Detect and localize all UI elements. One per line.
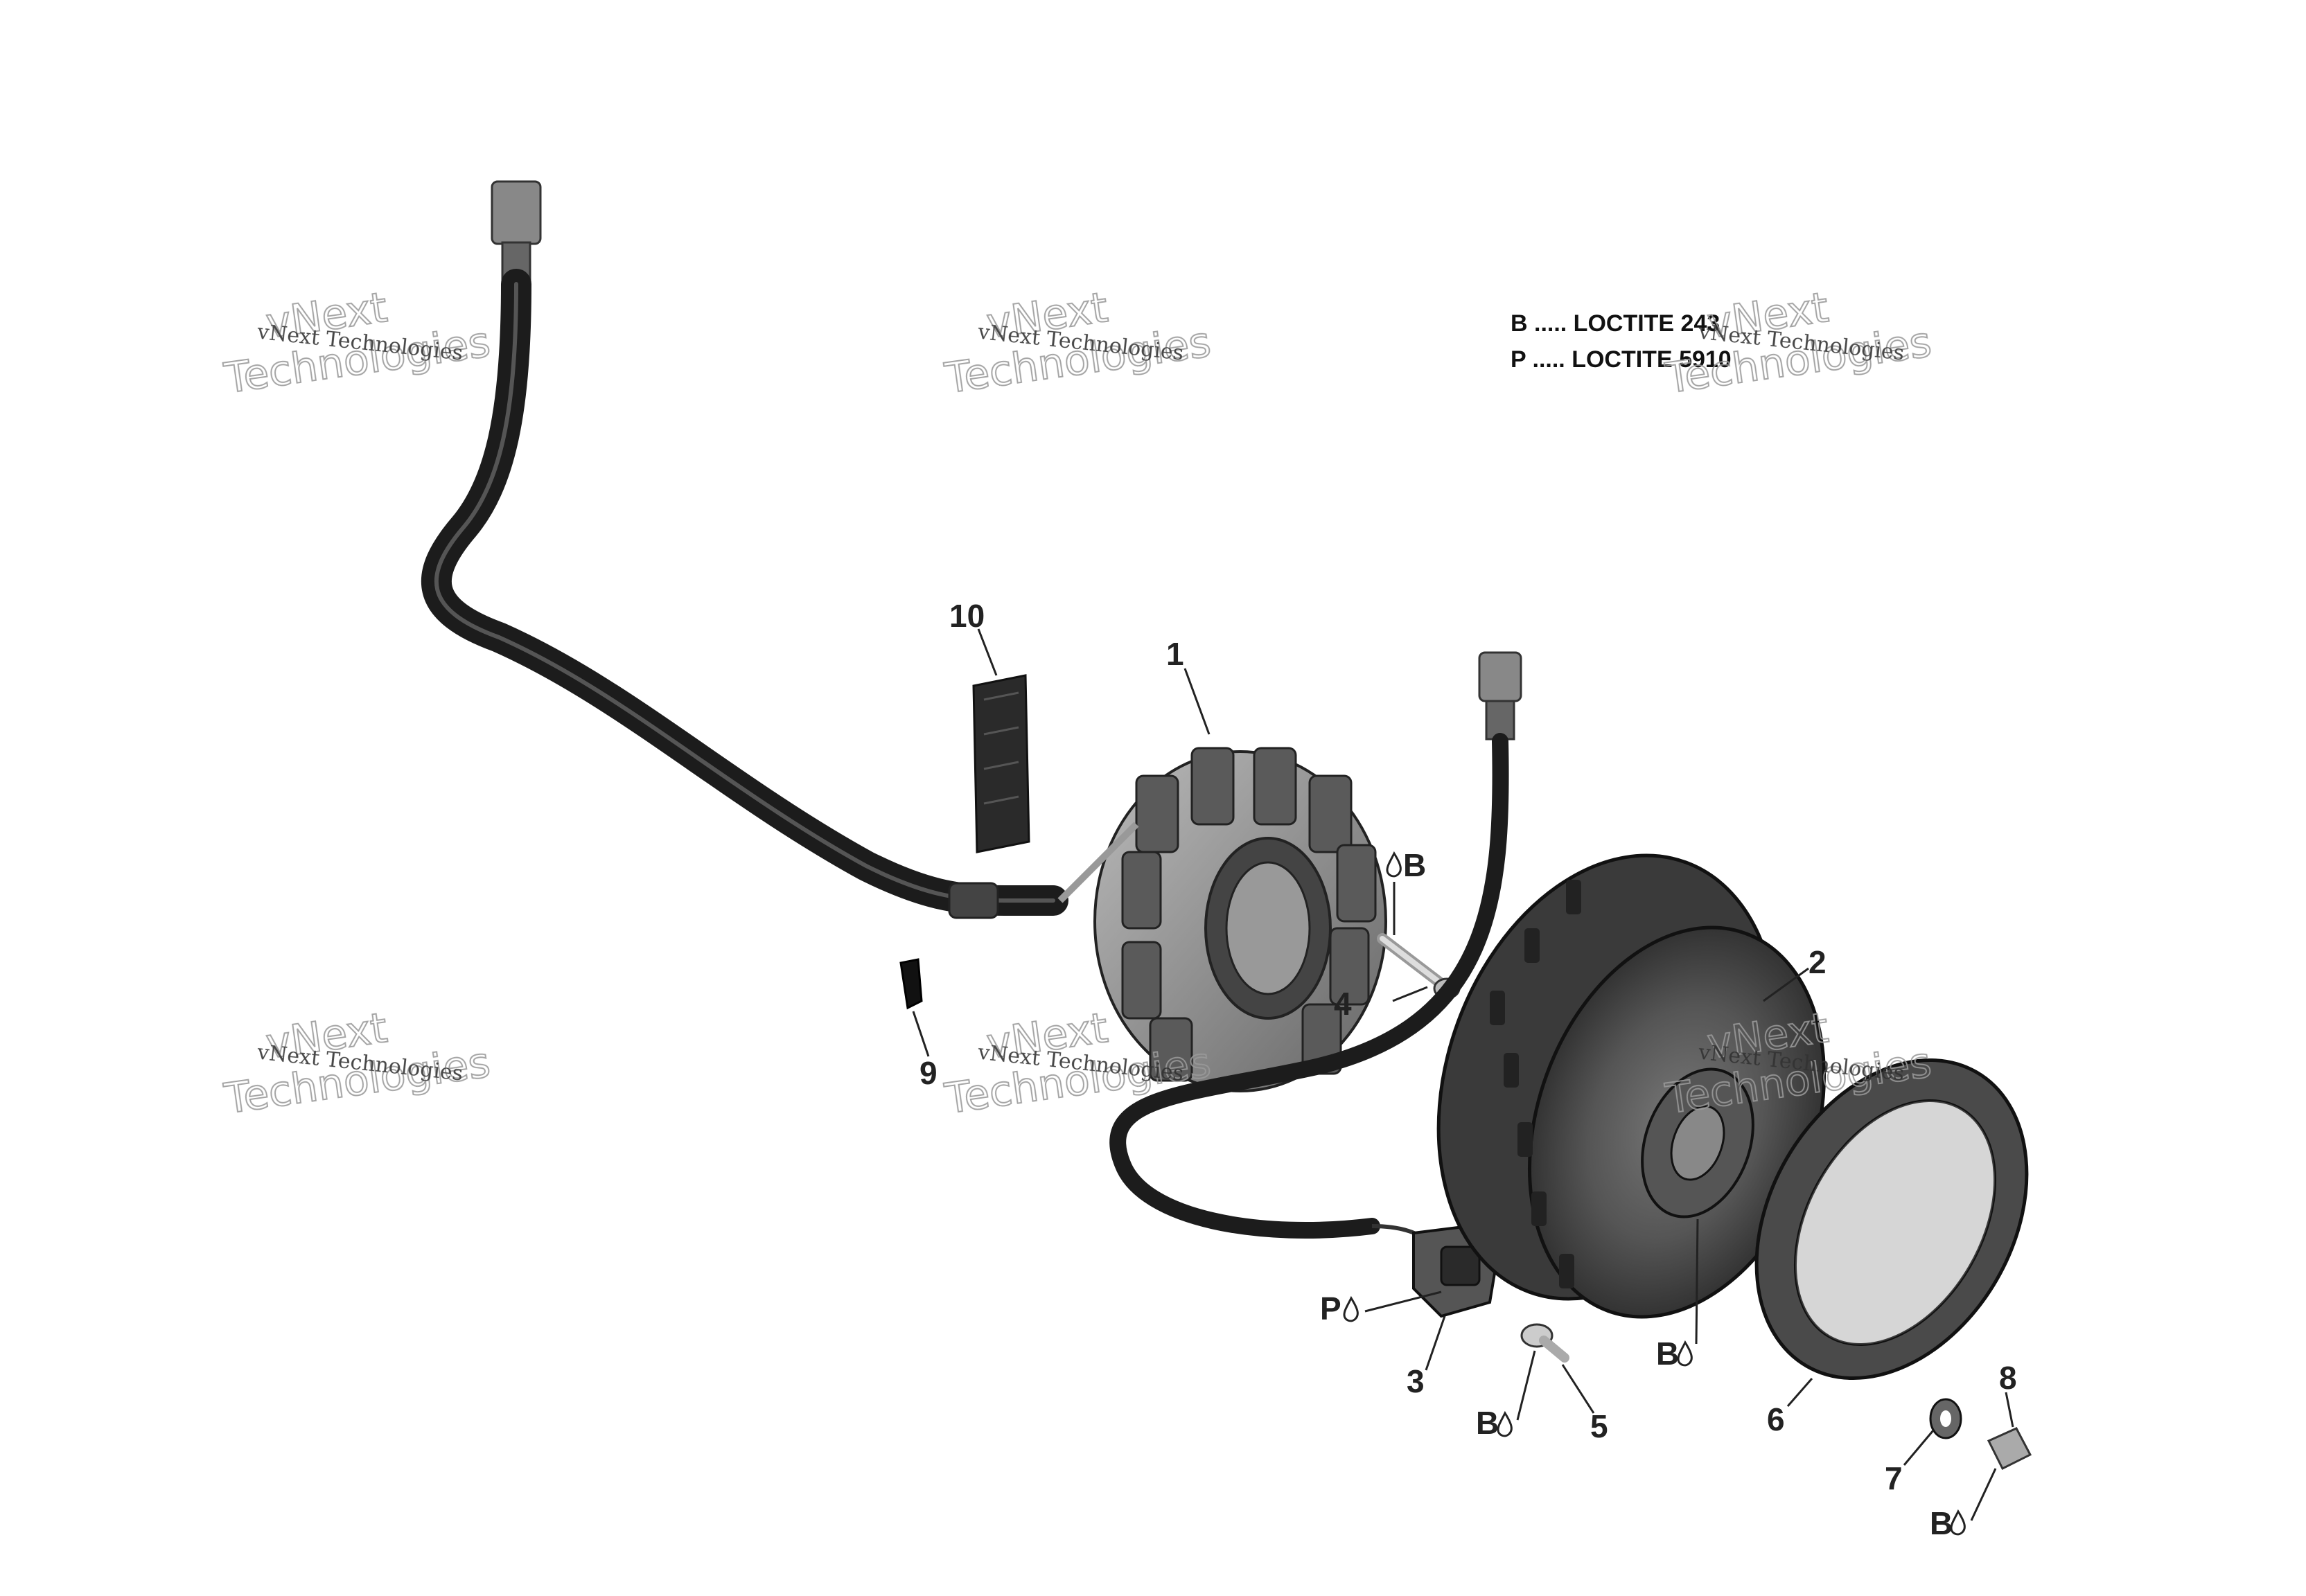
watermark: vNext Technologies vNext Technologies [220, 283, 493, 404]
callout-10: 10 [949, 598, 985, 634]
watermark: vNext Technologies vNext Technologies [941, 283, 1214, 404]
part-9-clip [899, 958, 923, 1010]
legend-loctite-243: B ..... LOCTITE 243 [1511, 310, 1720, 337]
part-6-trigger-wheel [1754, 1058, 2029, 1381]
callout-8: 8 [1999, 1360, 2017, 1396]
callout-3: 3 [1407, 1363, 1425, 1399]
drop-icon [1386, 851, 1402, 878]
callout-2: 2 [1808, 944, 1827, 980]
callout-6: 6 [1767, 1401, 1785, 1437]
marker-b-bolt5: B [1476, 1405, 1499, 1441]
sealant-drop-icons [1343, 851, 1966, 1536]
marker-b-bolt8: B [1930, 1505, 1953, 1541]
callout-1: 1 [1166, 636, 1184, 672]
callout-9: 9 [919, 1055, 938, 1091]
part-8-bolt [1987, 1427, 2032, 1471]
marker-b-rotor2: B [1656, 1336, 1679, 1372]
drop-icon [1497, 1410, 1513, 1437]
leader-lines [912, 628, 2014, 1521]
marker-b-bolt4: B [1403, 847, 1426, 883]
marker-p-sensor3: P [1320, 1291, 1341, 1327]
part-10-label [972, 674, 1030, 853]
callout-5: 5 [1590, 1408, 1608, 1444]
drop-icon [1677, 1340, 1693, 1367]
drop-icon [1343, 1295, 1359, 1322]
callout-4: 4 [1334, 986, 1352, 1022]
harness-connector-main [491, 180, 542, 245]
drop-icon [1950, 1509, 1966, 1536]
legend-loctite-5910: P ..... LOCTITE 5910 [1511, 346, 1732, 373]
stator-harness [421, 180, 1068, 919]
part-7-washer [1929, 1398, 1962, 1439]
part-1-stator [1057, 747, 1387, 1092]
part-5-bolt [1520, 1323, 1569, 1363]
watermark: vNext Technologies vNext Technologies [220, 1003, 493, 1124]
sensor-harness [1109, 651, 1522, 1262]
watermarks: vNext Technologies vNext Technologies vN… [220, 283, 1935, 1124]
callout-7: 7 [1885, 1460, 1903, 1496]
part-2-rotor [1436, 853, 1827, 1319]
